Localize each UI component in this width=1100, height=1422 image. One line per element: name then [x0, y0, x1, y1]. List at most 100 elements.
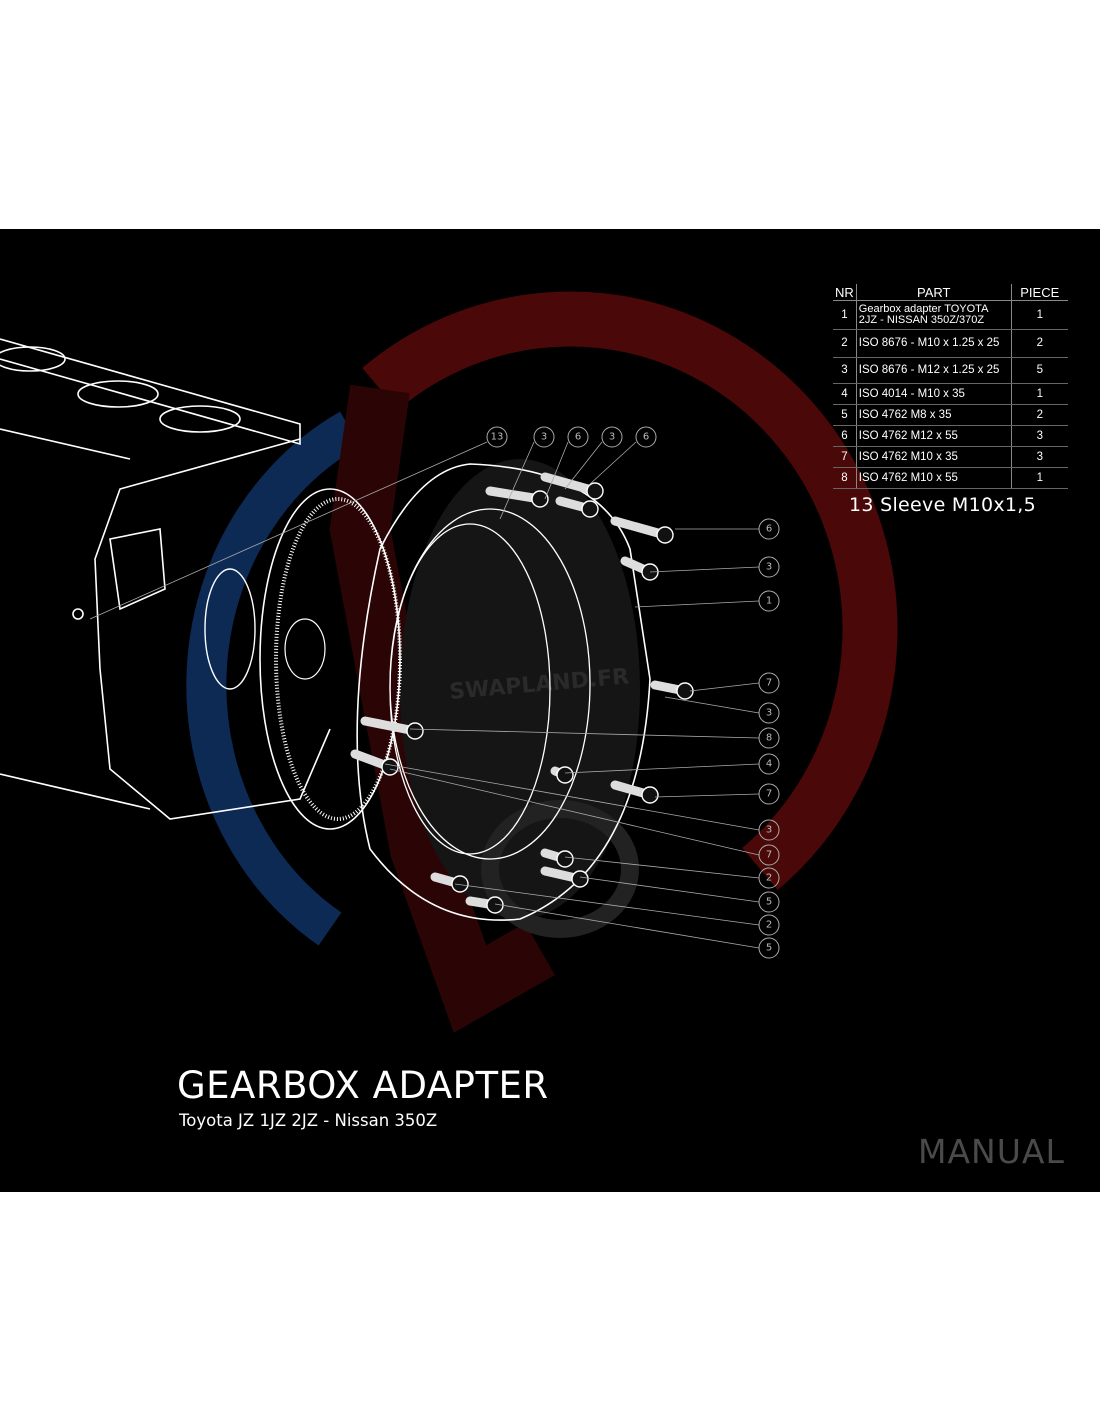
- callout-label: 7: [766, 789, 772, 800]
- page-title: GEARBOX ADAPTER: [177, 1064, 549, 1107]
- bolt: [620, 556, 659, 581]
- row-part: ISO 4762 M10 x 55: [856, 467, 1012, 489]
- sleeve-note: 13 Sleeve M10x1,5: [849, 494, 1037, 516]
- bolt: [465, 896, 504, 914]
- callout-top-13: 13: [89, 426, 508, 620]
- callout-label: 13: [491, 432, 504, 443]
- callout-label: 3: [766, 708, 772, 719]
- callout-right-2: 2: [454, 883, 780, 936]
- header-piece: PIECE: [1011, 284, 1068, 301]
- bolt: [650, 680, 694, 700]
- brand-logo-background: SWAPLAND.FR: [186, 291, 898, 1033]
- callout-right-7: 7: [689, 672, 780, 694]
- bolt: [610, 516, 674, 544]
- row-part: ISO 4762 M8 x 35: [856, 404, 1012, 426]
- callout-label: 6: [766, 524, 772, 535]
- bolt: [550, 766, 574, 784]
- callouts: 13 3 6 3 6 6 3 1 7 3 8 4 7 3 7 2 5 2 5: [89, 426, 780, 959]
- callout-label: 6: [643, 432, 649, 443]
- callout-right-2: 2: [564, 856, 780, 889]
- row-part: ISO 4014 - M10 x 35: [856, 383, 1012, 405]
- callout-label: 3: [609, 432, 615, 443]
- bolt: [555, 496, 599, 518]
- row-nr: 2: [833, 329, 857, 358]
- callout-label: 4: [766, 759, 772, 770]
- callout-right-3: 3: [664, 696, 780, 724]
- table-row: 3 ISO 8676 - M12 x 1.25 x 25 5: [833, 357, 1068, 384]
- row-nr: 5: [833, 404, 857, 426]
- manual-label: MANUAL: [918, 1132, 1065, 1171]
- header-part: PART: [856, 284, 1012, 301]
- callout-right-5: 5: [579, 876, 780, 913]
- callout-right-6: 6: [675, 518, 780, 540]
- callout-label: 3: [766, 825, 772, 836]
- callout-label: 7: [766, 850, 772, 861]
- callout-label: 2: [766, 873, 772, 884]
- row-part: ISO 4762 M10 x 35: [856, 446, 1012, 468]
- engine-block: [0, 338, 331, 820]
- callout-top-6: 6: [589, 426, 657, 485]
- bolt: [485, 486, 549, 508]
- callout-label: 5: [766, 943, 772, 954]
- callout-label: 2: [766, 920, 772, 931]
- bolts: [350, 472, 694, 914]
- row-part: ISO 4762 M12 x 55: [856, 425, 1012, 447]
- row-piece: 1: [1011, 383, 1068, 405]
- callout-top-3: 3: [564, 426, 623, 490]
- page-subtitle: Toyota JZ 1JZ 2JZ - Nissan 350Z: [179, 1111, 438, 1130]
- callout-right-7: 7: [654, 783, 780, 805]
- row-piece: 5: [1011, 357, 1068, 384]
- table-row: 6 ISO 4762 M12 x 55 3: [833, 425, 1068, 447]
- row-nr: 3: [833, 357, 857, 384]
- row-piece: 3: [1011, 425, 1068, 447]
- callout-label: 1: [766, 596, 772, 607]
- table-row: 8 ISO 4762 M10 x 55 1: [833, 467, 1068, 489]
- table-row: 7 ISO 4762 M10 x 35 3: [833, 446, 1068, 468]
- row-nr: 8: [833, 467, 857, 489]
- part-line-2: 2JZ - NISSAN 350Z/370Z: [858, 314, 985, 326]
- bolt: [360, 716, 424, 740]
- row-piece: 3: [1011, 446, 1068, 468]
- parts-table-header: NR PART PIECE: [833, 284, 1068, 301]
- row-nr: 6: [833, 425, 857, 447]
- callout-right-7: 7: [389, 768, 780, 866]
- callout-right-3: 3: [649, 556, 780, 578]
- row-part: ISO 8676 - M12 x 1.25 x 25: [856, 357, 1012, 384]
- callout-label: 3: [766, 562, 772, 573]
- row-piece: 1: [1011, 300, 1068, 330]
- callout-right-3: 3: [384, 763, 780, 841]
- row-piece: 2: [1011, 404, 1068, 426]
- row-nr: 4: [833, 383, 857, 405]
- row-piece: 1: [1011, 467, 1068, 489]
- row-nr: 7: [833, 446, 857, 468]
- row-nr: 1: [833, 300, 857, 330]
- table-row: 4 ISO 4014 - M10 x 35 1: [833, 383, 1068, 405]
- bolt: [430, 872, 469, 893]
- callout-top-6: 6: [544, 426, 589, 500]
- callout-right-4: 4: [564, 753, 780, 775]
- flywheel: [204, 488, 402, 830]
- row-piece: 2: [1011, 329, 1068, 358]
- callout-right-1: 1: [634, 590, 780, 612]
- callout-label: 3: [541, 432, 547, 443]
- bolt: [540, 848, 574, 868]
- callout-top-3: 3: [499, 426, 555, 520]
- callout-right-5: 5: [494, 903, 780, 959]
- callout-right-8: 8: [409, 727, 780, 749]
- callout-label: 8: [766, 733, 772, 744]
- callout-label: 5: [766, 897, 772, 908]
- callout-label: 7: [766, 678, 772, 689]
- row-part: ISO 8676 - M10 x 1.25 x 25: [856, 329, 1012, 358]
- callout-label: 6: [575, 432, 581, 443]
- bolt: [610, 780, 659, 804]
- bolt: [350, 749, 399, 776]
- header-nr: NR: [833, 284, 857, 301]
- table-row: 2 ISO 8676 - M10 x 1.25 x 25 2: [833, 329, 1068, 358]
- adapter-plate: [356, 463, 651, 921]
- table-row: 5 ISO 4762 M8 x 35 2: [833, 404, 1068, 426]
